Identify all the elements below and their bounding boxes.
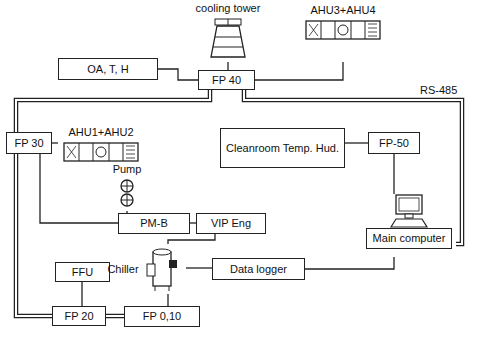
field-panel: FP 0,10 [124,306,200,327]
pump: Pump [105,163,149,211]
connector [305,257,394,269]
connector [228,62,229,70]
field-panel: FP 40 [198,70,255,90]
connector [40,154,118,223]
connector [82,282,83,306]
connector [168,234,215,244]
sensor-box: Cleanroom Temp. Hud. [220,128,345,168]
ahu-icon [305,19,381,41]
connector [394,154,395,194]
pump-icon [116,178,138,208]
node-label: VIP Eng [211,217,251,230]
field-panel: FP 20 [52,306,106,326]
tower-icon [203,17,253,59]
chiller-icon [145,246,179,292]
ahu-icon [63,141,139,163]
connector [345,143,368,144]
node-label: FP-50 [379,137,409,150]
field-panel: FP-50 [368,132,420,154]
bus-line [16,90,210,132]
process-box: PM-B [118,213,190,234]
connector [255,62,343,80]
bus-line [106,316,124,317]
node-label: Cleanroom Temp. Hud. [226,142,339,155]
air-handling-unit: AHU1+AHU2 [58,126,144,163]
node-label: FP 40 [212,74,241,87]
process-box: VIP Eng [196,213,266,234]
process-box: FFU [55,262,110,282]
connector [186,268,212,269]
connector [158,69,198,80]
node-label: PM-B [140,217,168,230]
bus-label: RS-485 [420,84,457,96]
node-label: Pump [113,163,142,176]
bus-line [16,154,52,316]
node-label: Chiller [107,263,138,276]
air-handling-unit: AHU3+AHU4 [298,4,388,62]
connector [52,143,58,144]
process-box: Data logger [212,258,305,280]
cooling-tower: cooling tower [193,2,263,62]
field-panel: FP 30 [6,132,52,154]
node-label: FP 20 [64,310,93,323]
main-computer: Main computer [362,194,456,257]
connector [168,294,169,306]
node-label: AHU3+AHU4 [310,4,375,17]
node-label: Main computer [366,228,453,249]
chiller: Chiller [100,244,186,294]
node-label: OA, T, H [87,63,128,76]
node-label: AHU1+AHU2 [68,126,133,139]
node-label: Data logger [230,263,287,276]
sensor-box: OA, T, H [58,58,158,80]
node-label: FP 0,10 [143,310,181,323]
node-label: FFU [72,266,93,279]
node-label: FP 30 [14,137,43,150]
pc-icon [388,194,430,228]
node-label: cooling tower [196,2,261,15]
